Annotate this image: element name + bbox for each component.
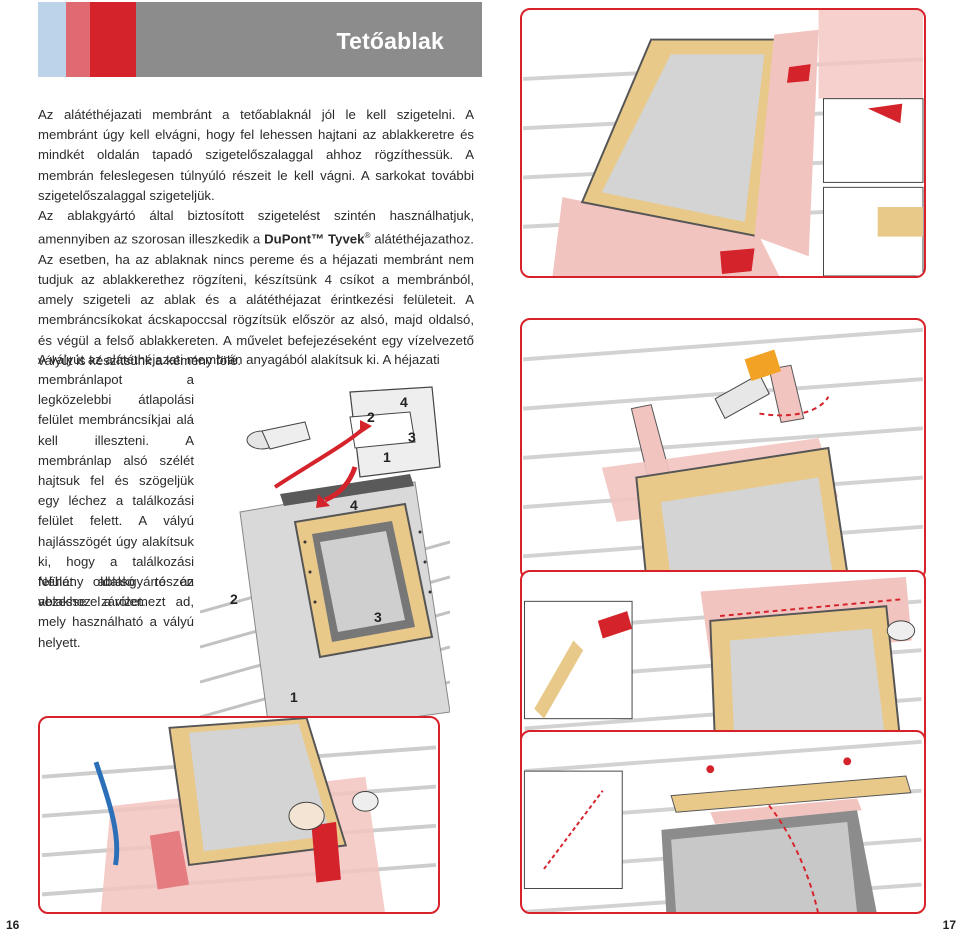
paragraph-text: Az ablakgyártó által biztosított szigete… xyxy=(38,208,474,247)
page-title: Tetőablak xyxy=(336,28,444,54)
strip-number: 3 xyxy=(374,609,382,625)
page-number-right: 17 xyxy=(942,918,956,932)
header-color-strip xyxy=(66,2,90,77)
paragraph-manufacturer: Az ablakgyártó által biztosított szigete… xyxy=(38,206,474,371)
strip-number: 4 xyxy=(350,497,358,513)
illustration-frame-window-tape xyxy=(520,8,926,278)
header-color-strip xyxy=(90,2,136,77)
strip-number: 2 xyxy=(367,409,375,425)
paragraph-intro: Az alátéthéjazati membránt a tetőablakná… xyxy=(38,107,474,203)
illustration-frame-taping xyxy=(38,716,440,914)
strip-number: 1 xyxy=(383,449,391,465)
page-number-left: 16 xyxy=(6,918,20,932)
header-gray-band xyxy=(136,2,482,77)
page-header: Tetőablak xyxy=(38,2,482,77)
illustration-frame-saw xyxy=(520,318,926,580)
strip-number: 4 xyxy=(400,394,408,410)
strip-number: 3 xyxy=(408,429,416,445)
paragraph-flashing: Néhány ablakgyártó az ablakhoz zárólemez… xyxy=(38,574,194,650)
paragraph-gutter: membránlapot a legközelebbi átlapolási f… xyxy=(38,372,194,610)
illustration-frame-gutter-fold xyxy=(520,570,926,750)
illustration-membrane-strips: 1 1 2 2 3 3 4 4 xyxy=(200,382,450,742)
registered-mark: ® xyxy=(364,231,371,241)
paragraph-gutter-intro: A vályút az alátéthéjazati membrán anyag… xyxy=(38,352,440,367)
paragraph-text: alátéthéjazathoz. Az esetben, ha az abla… xyxy=(38,231,474,368)
illustration-frame-gutter-final xyxy=(520,730,926,914)
strip-number: 1 xyxy=(290,689,298,705)
header-color-strip xyxy=(38,2,66,77)
strip-number: 2 xyxy=(230,591,238,607)
brand-name: DuPont™ Tyvek xyxy=(264,231,365,247)
